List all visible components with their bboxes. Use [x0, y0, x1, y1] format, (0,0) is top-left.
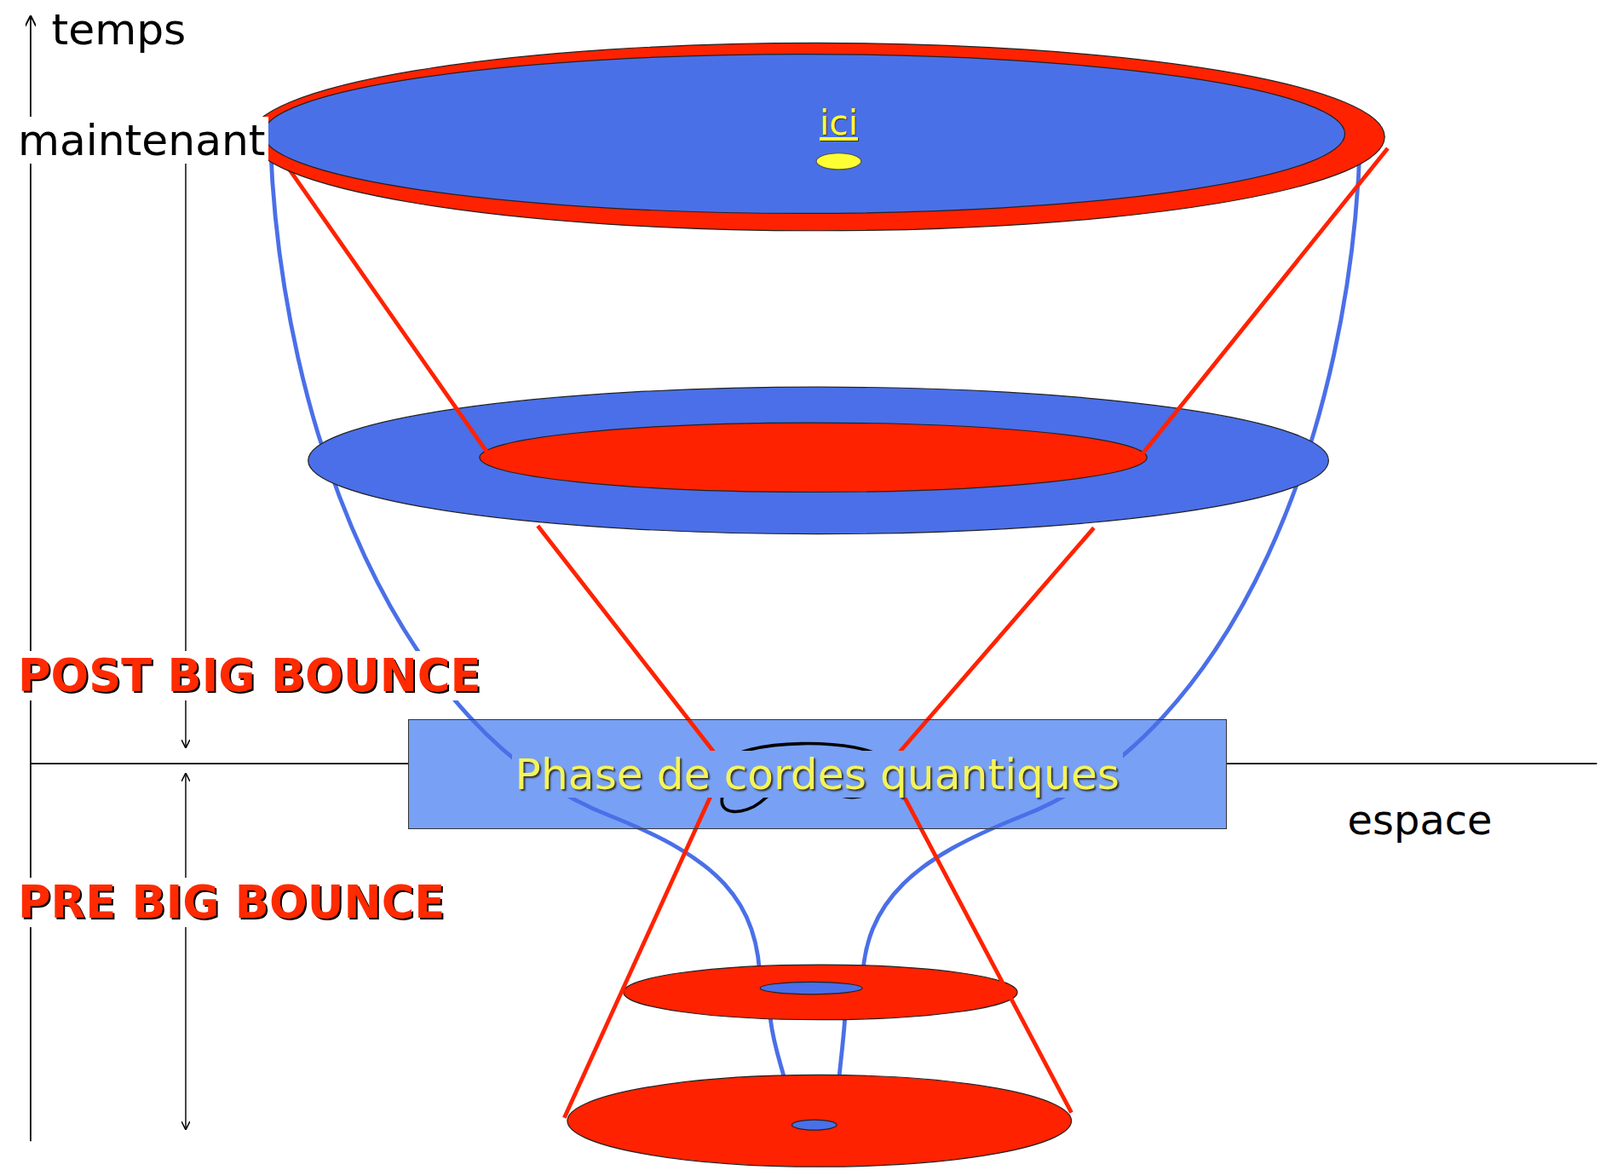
era-label: POST BIG BOUNCE	[15, 650, 484, 701]
axis-title: espace	[1345, 798, 1496, 844]
horizon-line	[537, 525, 725, 1118]
observable-universe-ellipse: ici	[247, 40, 1388, 236]
universe-slice	[308, 386, 1330, 534]
phase-band: Phase de cordes quantiques	[408, 719, 1227, 829]
here-label: ici	[819, 103, 858, 143]
time-axis	[29, 16, 32, 1141]
here-marker	[816, 153, 862, 170]
pre-era-arrow	[184, 773, 186, 1129]
phase-label: Phase de cordes quantiques	[512, 750, 1123, 798]
string-phase-band	[408, 719, 1227, 829]
era-label: PRE BIG BOUNCE	[15, 877, 448, 927]
horizon-rim	[249, 42, 1385, 231]
universe-disc	[263, 53, 1346, 213]
universe-slice	[759, 981, 863, 994]
time-marker: maintenant	[15, 116, 269, 164]
horizon-slice	[623, 964, 1018, 1020]
universe-boundary	[270, 143, 760, 989]
horizon-slice	[567, 1074, 1072, 1167]
axis-title: temps	[48, 5, 189, 53]
horizon-slice	[479, 422, 1147, 492]
horizon-line	[887, 527, 1094, 1112]
ellipse-outline	[247, 40, 1388, 236]
universe-slice	[791, 1119, 837, 1130]
